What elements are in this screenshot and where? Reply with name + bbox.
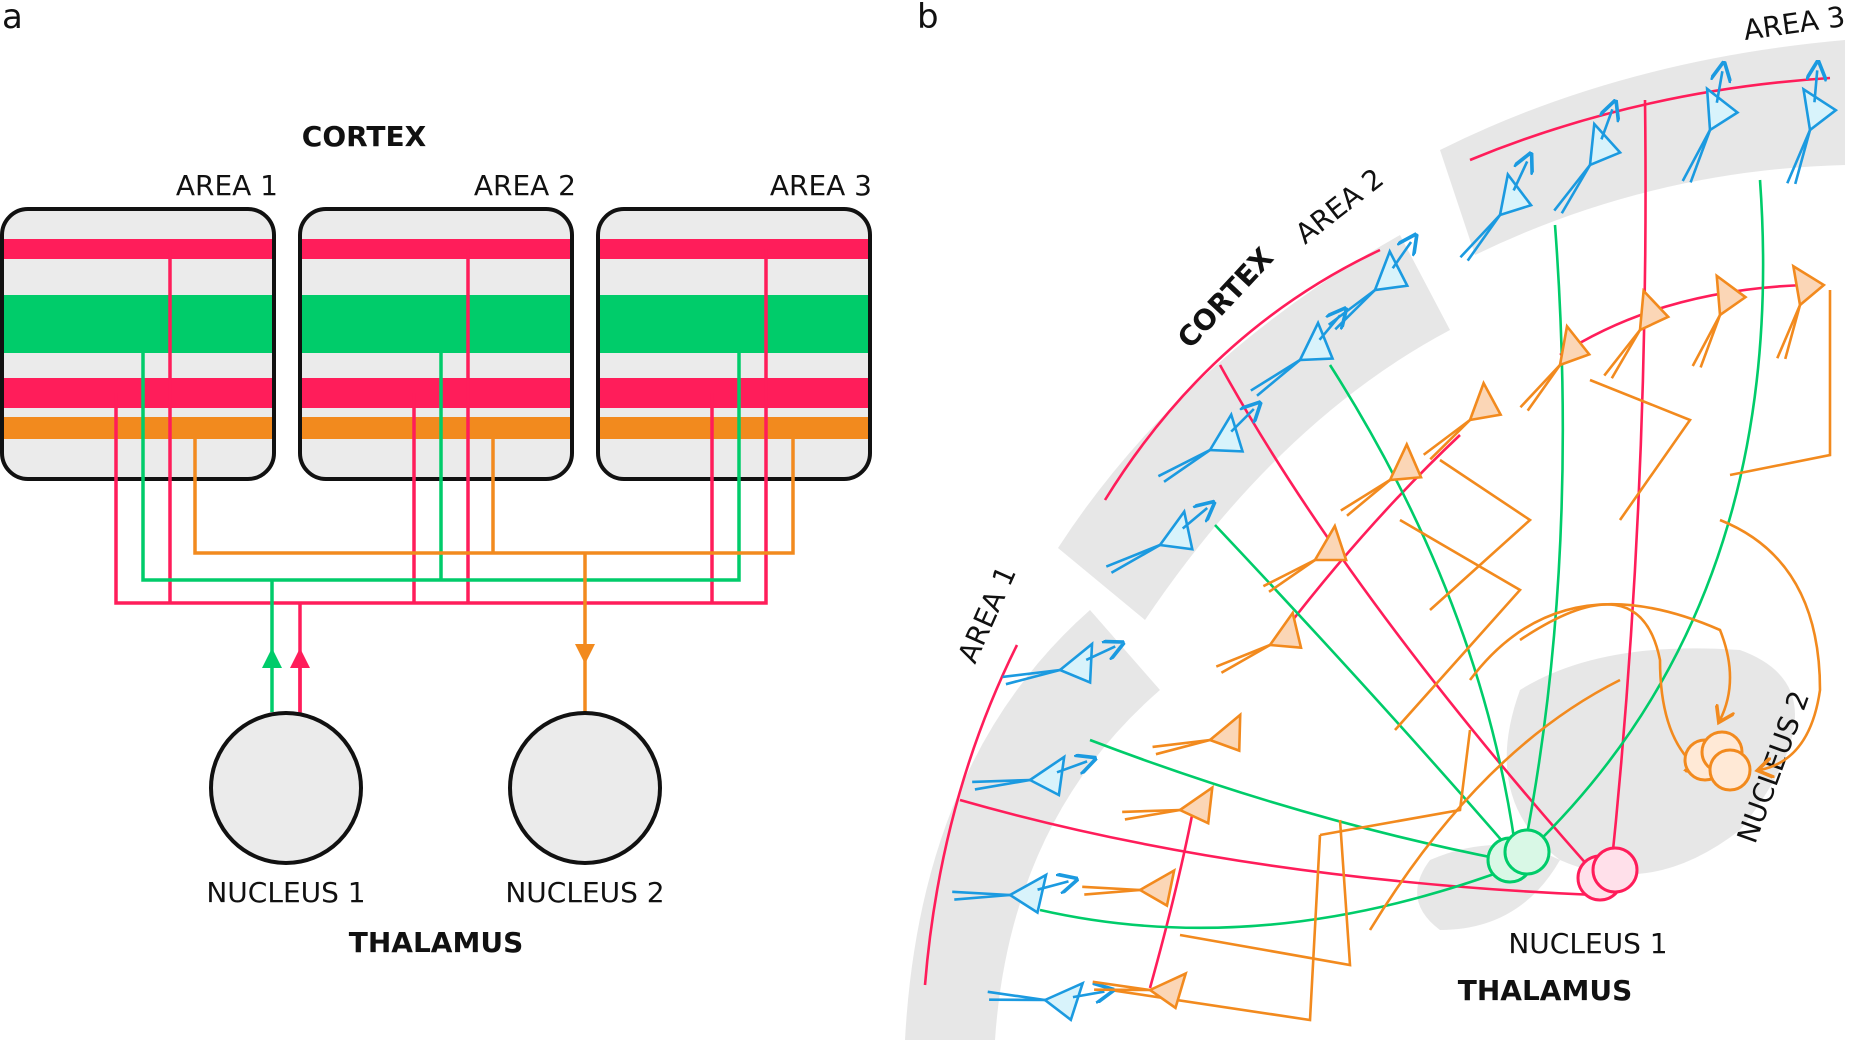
panel-b-area-2-label: AREA 2 [1289, 162, 1390, 251]
panel-a-cortex-title: CORTEX [302, 120, 427, 153]
panel-b-orange-neurons [1082, 263, 1827, 1010]
panel-a: a CORTEX AREA 1 AREA 2 AREA 3 [0, 0, 872, 959]
panel-a-nucleus-2-label: NUCLEUS 2 [505, 876, 664, 909]
panel-a-area-3-box [596, 207, 872, 481]
panel-b-green-projections [1039, 179, 1765, 930]
panel-a-red-bus [114, 393, 768, 720]
panel-b-nucleus-1-label: NUCLEUS 1 [1508, 927, 1667, 960]
panel-a-orange-bus [193, 428, 795, 712]
panel-b: b CORTEX AREA 1 AREA 2 AREA 3 NUCLEUS 2 … [905, 0, 1847, 1040]
panel-b-thalamus-title: THALAMUS [1458, 974, 1632, 1007]
panel-a-letter: a [2, 0, 23, 37]
panel-a-intra-area-wires [168, 249, 768, 393]
panel-b-red-arcs [923, 76, 1831, 989]
panel-a-area-3-label: AREA 3 [770, 169, 872, 202]
panel-a-green-bus [141, 353, 741, 712]
panel-a-area-1-box [0, 207, 276, 481]
panel-a-nucleus-1 [209, 711, 363, 865]
panel-a-area-2-label: AREA 2 [474, 169, 576, 202]
panel-b-orange-projections [1109, 290, 1832, 1022]
panel-a-nucleus-1-label: NUCLEUS 1 [206, 876, 365, 909]
panel-b-area-3-label: AREA 3 [1741, 0, 1847, 47]
panel-b-letter: b [917, 0, 939, 37]
panel-b-nucleus-2-cells [1683, 730, 1752, 792]
panel-a-area-2-box [298, 207, 574, 481]
panel-b-blue-neurons [952, 68, 1839, 1022]
panel-a-area-1-label: AREA 1 [176, 169, 278, 202]
panel-a-thalamus-title: THALAMUS [349, 926, 523, 959]
panel-b-area-1-label: AREA 1 [951, 561, 1023, 668]
panel-a-nucleus-2 [508, 711, 662, 865]
panel-b-nucleus-1-cells [1486, 828, 1639, 902]
